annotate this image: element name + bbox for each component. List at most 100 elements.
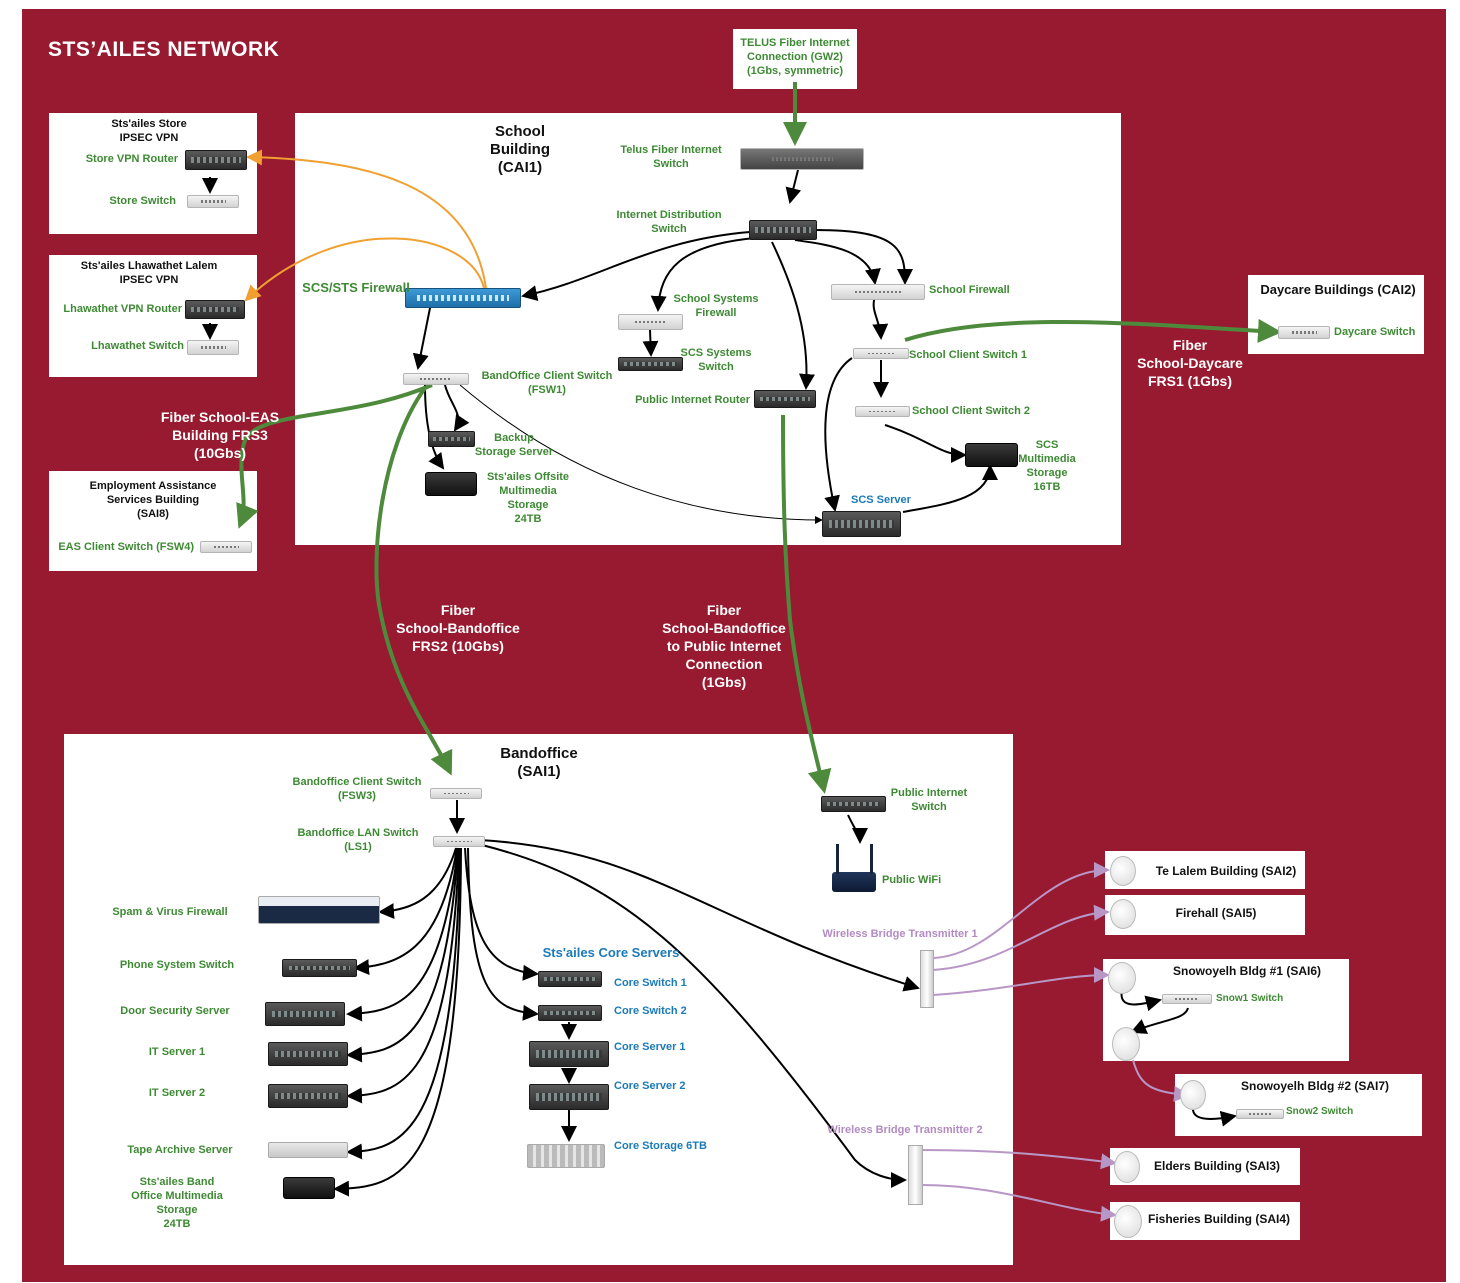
school-firewall-label: School Firewall xyxy=(929,284,1010,296)
core-switch-2-label: Core Switch 2 xyxy=(614,1005,687,1017)
scs-firewall-icon xyxy=(405,288,521,308)
distribution-switch-icon xyxy=(749,220,817,240)
public-switch-icon xyxy=(821,796,886,812)
core-servers-title: Sts'ailes Core Servers xyxy=(542,945,680,960)
public-router-label: Public Internet Router xyxy=(635,394,750,406)
core-server-2-icon xyxy=(529,1084,609,1110)
snow1-relay-dish-icon xyxy=(1112,1027,1140,1061)
public-wifi-icon xyxy=(832,872,876,892)
bo-lan-switch-label: Bandoffice LAN Switch (LS1) xyxy=(297,827,419,853)
backup-label: Backup Storage Server xyxy=(474,432,554,458)
snow1-switch-label: Snow1 Switch xyxy=(1216,993,1284,1004)
link-daycare-label: Fiber School-Daycare FRS1 (1Gbs) xyxy=(1137,337,1243,389)
bo-client-switch-icon xyxy=(430,788,482,799)
core-server-1-icon xyxy=(529,1041,609,1067)
daycare-switch-icon xyxy=(1278,326,1330,339)
it-server-2-icon xyxy=(268,1084,348,1108)
bridge-1-label: Wireless Bridge Transmitter 1 xyxy=(822,928,978,940)
lhawathet-router-icon xyxy=(185,300,245,319)
fisheries-dish-icon xyxy=(1114,1205,1142,1238)
te-lalem-label: Te Lalem Building (SAI2) xyxy=(1155,864,1297,878)
bridge-2-label: Wireless Bridge Transmitter 2 xyxy=(827,1124,983,1136)
scs-multimedia-label: SCS Multimedia Storage 16TB xyxy=(1018,439,1076,493)
phone-switch-label: Phone System Switch xyxy=(119,959,235,971)
snow2-label: Snowoyelh Bldg #2 (SAI7) xyxy=(1240,1079,1390,1093)
core-server-1-label: Core Server 1 xyxy=(614,1041,686,1053)
it-server-1-icon xyxy=(268,1042,348,1066)
diagram-title: STS’AILES NETWORK xyxy=(48,38,280,61)
lhawathet-router-label: Lhawathet VPN Router xyxy=(63,303,182,315)
bo-client-switch-label: Bandoffice Client Switch (FSW3) xyxy=(292,776,422,802)
snow2-switch-label: Snow2 Switch xyxy=(1286,1106,1354,1117)
offsite-label: Sts'ailes Offsite Multimedia Storage 24T… xyxy=(486,471,570,525)
store-router-label: Store VPN Router xyxy=(85,153,178,165)
scs-firewall-label: SCS/STS Firewall xyxy=(302,280,410,295)
client-switch-2-label: School Client Switch 2 xyxy=(912,405,1030,417)
bandoffice-client-switch-icon xyxy=(403,373,469,385)
store-switch-label: Store Switch xyxy=(109,195,176,207)
client-switch-2-icon xyxy=(855,406,910,417)
snow2-box xyxy=(1175,1074,1422,1136)
snow1-dish-icon xyxy=(1108,962,1136,994)
daycare-title: Daycare Buildings (CAI2) xyxy=(1260,282,1416,297)
client-switch-1-label: School Client Switch 1 xyxy=(909,349,1027,361)
eas-box xyxy=(49,471,257,571)
te-lalem-dish-icon xyxy=(1110,856,1136,886)
it-server-2-label: IT Server 2 xyxy=(148,1087,206,1099)
snow1-box xyxy=(1103,959,1349,1061)
wifi-antenna-right-icon xyxy=(870,844,873,874)
tape-server-label: Tape Archive Server xyxy=(127,1144,233,1156)
lhawathet-title: Sts'ailes Lhawathet Lalem IPSEC VPN xyxy=(80,260,218,286)
elders-box xyxy=(1110,1148,1300,1185)
public-switch-label: Public Internet Switch xyxy=(890,787,968,813)
snow1-switch-icon xyxy=(1162,994,1212,1004)
public-wifi-label: Public WiFi xyxy=(882,874,942,886)
link-bandoffice-label: Fiber School-Bandoffice FRS2 (10Gbs) xyxy=(396,602,520,654)
bandoffice-box xyxy=(64,734,1013,1265)
elders-dish-icon xyxy=(1114,1151,1140,1183)
eas-switch-icon xyxy=(200,541,252,553)
store-router-icon xyxy=(185,150,247,170)
it-server-1-label: IT Server 1 xyxy=(148,1046,206,1058)
bandoffice-client-label: BandOffice Client Switch (FSW1) xyxy=(481,370,613,396)
scs-systems-switch-label: SCS Systems Switch xyxy=(680,347,752,373)
link-eas-label: Fiber School-EAS Building FRS3 (10Gbs) xyxy=(160,409,280,461)
elders-label: Elders Building (SAI3) xyxy=(1153,1159,1280,1173)
telus-label: TELUS Fiber Internet Connection (GW2) (1… xyxy=(740,37,850,77)
eas-switch-label: EAS Client Switch (FSW4) xyxy=(58,541,194,553)
door-server-icon xyxy=(265,1002,345,1026)
phone-switch-icon xyxy=(282,959,357,977)
systems-firewall-label: School Systems Firewall xyxy=(673,293,759,319)
telus-switch-label: Telus Fiber Internet Switch xyxy=(620,144,722,170)
store-box xyxy=(49,113,257,234)
firehall-dish-icon xyxy=(1110,899,1136,929)
wifi-antenna-left-icon xyxy=(836,844,839,874)
store-title: Sts'ailes Store IPSEC VPN xyxy=(111,118,187,144)
tape-server-icon xyxy=(268,1142,348,1158)
lhawathet-switch-label: Lhawathet Switch xyxy=(91,340,184,352)
firehall-box xyxy=(1105,895,1305,935)
snow1-label: Snowoyelh Bldg #1 (SAI6) xyxy=(1172,964,1322,978)
distribution-switch-label: Internet Distribution Switch xyxy=(616,209,722,235)
scs-multimedia-storage-icon xyxy=(965,443,1018,467)
lhawathet-switch-icon xyxy=(187,340,239,355)
scs-server-label: SCS Server xyxy=(851,494,911,506)
scs-systems-switch-icon xyxy=(618,357,683,371)
spam-firewall-icon xyxy=(258,896,380,924)
telus-switch-icon xyxy=(740,148,864,170)
core-storage-icon xyxy=(527,1144,605,1168)
bo-lan-switch-icon xyxy=(433,836,485,847)
scs-server-icon xyxy=(822,511,901,537)
core-switch-1-icon xyxy=(538,971,602,987)
core-storage-label: Core Storage 6TB xyxy=(614,1140,707,1152)
eas-title: Employment Assistance Services Building … xyxy=(89,480,217,520)
te-lalem-box xyxy=(1105,851,1305,889)
core-server-2-label: Core Server 2 xyxy=(614,1080,686,1092)
band-storage-icon xyxy=(283,1177,335,1199)
door-server-label: Door Security Server xyxy=(120,1005,230,1017)
store-switch-icon xyxy=(187,195,239,208)
band-storage-label: Sts'ailes Band Office Multimedia Storage… xyxy=(131,1176,223,1230)
public-router-icon xyxy=(754,390,816,408)
